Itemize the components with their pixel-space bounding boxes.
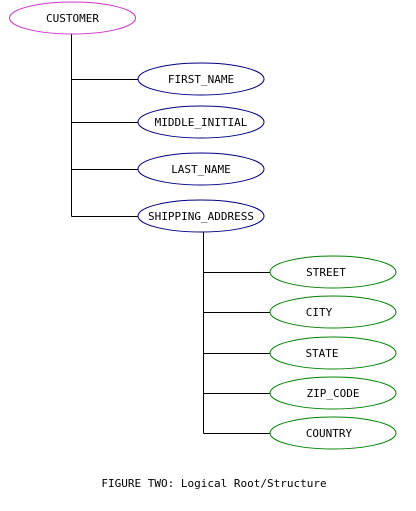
node-state-label: STATE: [305, 347, 338, 360]
node-middle-initial: MIDDLE_INITIAL: [137, 105, 265, 139]
node-city-ellipse: [269, 295, 397, 329]
node-shipping-address: SHIPPING_ADDRESS: [137, 199, 265, 233]
node-city: CITY: [269, 295, 397, 329]
node-street-ellipse: [269, 255, 397, 289]
node-street-label: STREET: [306, 266, 346, 279]
node-last-name-ellipse: [137, 152, 265, 186]
connectors: [71, 32, 270, 434]
node-customer-label: CUSTOMER: [46, 12, 99, 25]
node-customer-ellipse: [9, 1, 136, 35]
node-first-name-label: FIRST_NAME: [168, 73, 234, 86]
node-street: STREET: [269, 255, 397, 289]
node-country-label: COUNTRY: [306, 427, 353, 440]
figure-caption: FIGURE TWO: Logical Root/Structure: [101, 477, 326, 490]
node-first-name: FIRST_NAME: [137, 62, 265, 96]
node-zip-code-label: ZIP_CODE: [307, 387, 360, 400]
node-last-name: LAST_NAME: [137, 152, 265, 186]
node-middle-initial-ellipse: [137, 105, 265, 139]
node-zip-code-ellipse: [269, 376, 397, 410]
node-customer: CUSTOMER: [9, 1, 136, 35]
node-shipping-address-label: SHIPPING_ADDRESS: [148, 210, 254, 223]
node-shipping-address-ellipse: [137, 199, 265, 233]
node-state-ellipse: [269, 336, 397, 370]
node-state: STATE: [269, 336, 397, 370]
node-city-label: CITY: [306, 306, 333, 319]
node-country: COUNTRY: [269, 416, 397, 450]
node-middle-initial-label: MIDDLE_INITIAL: [155, 116, 248, 129]
node-first-name-ellipse: [137, 62, 265, 96]
node-last-name-label: LAST_NAME: [171, 163, 231, 176]
node-zip-code: ZIP_CODE: [269, 376, 397, 410]
node-country-ellipse: [269, 416, 397, 450]
